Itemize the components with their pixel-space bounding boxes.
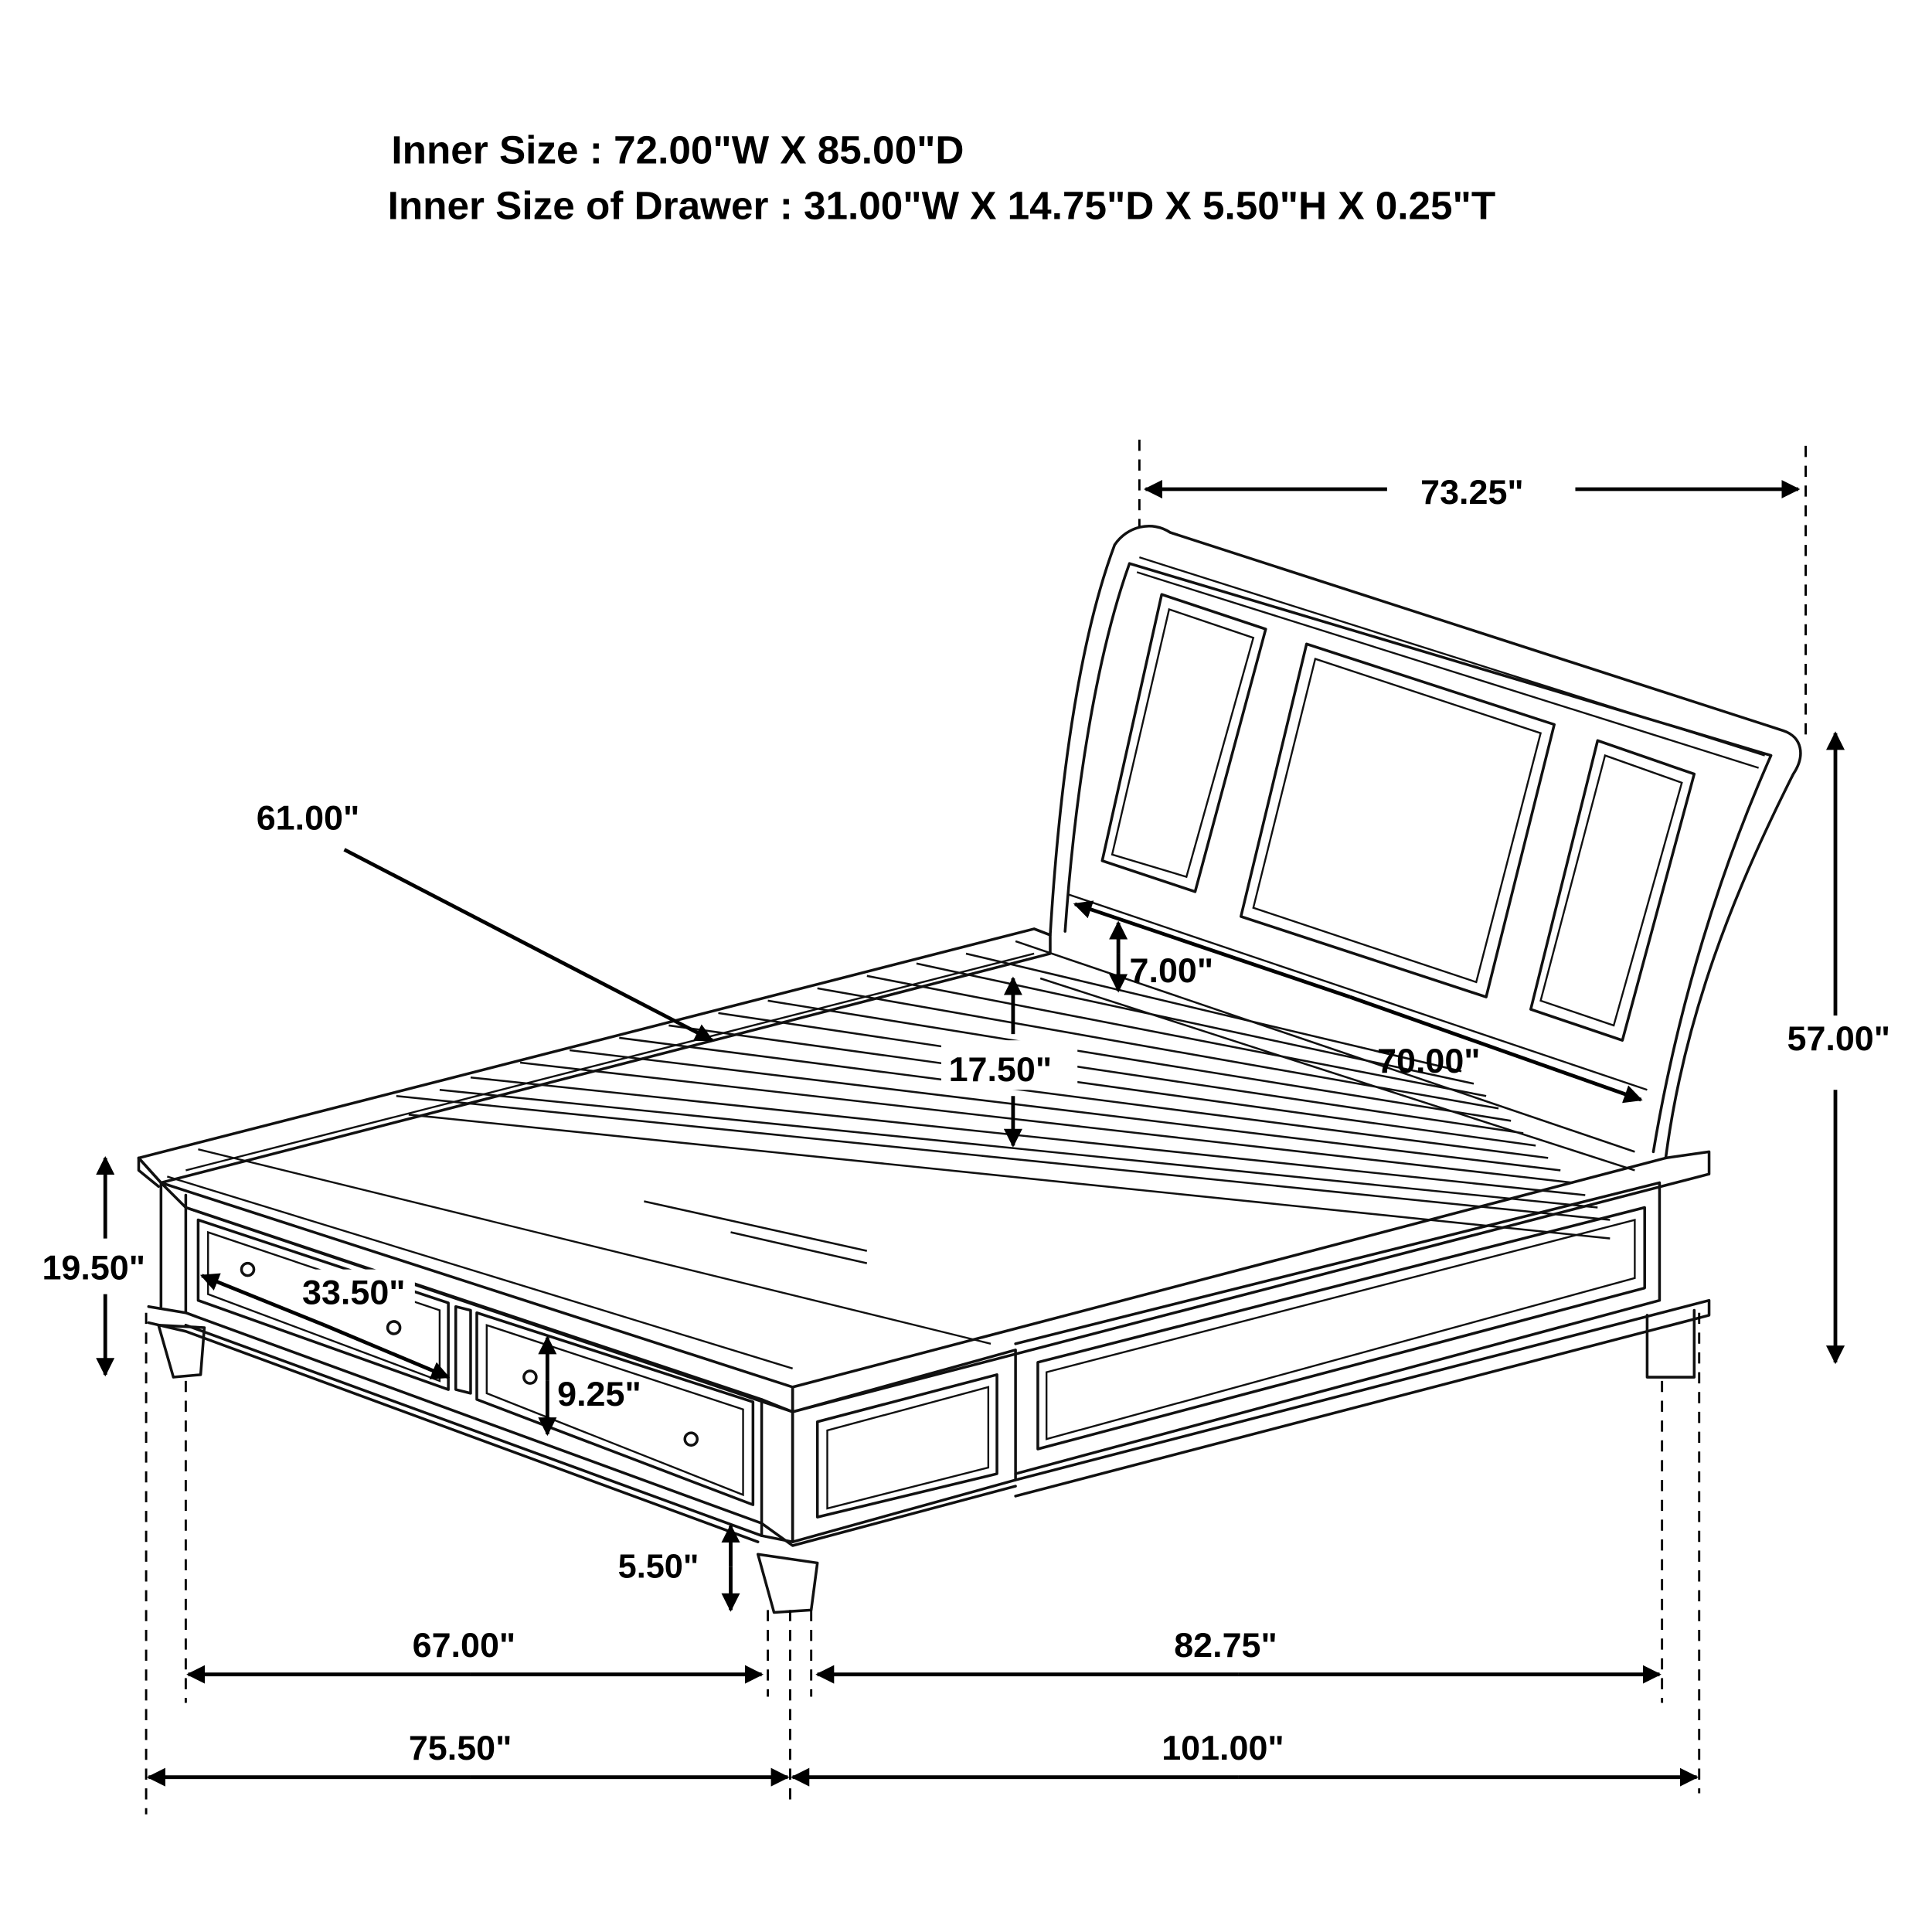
footboard <box>137 1148 1017 1614</box>
label-rail-length: 61.00" <box>257 798 360 838</box>
label-headboard-gap: 7.00" <box>1130 951 1214 990</box>
headboard <box>1049 525 1802 1160</box>
drawer-inner-size-text: Inner Size of Drawer : 31.00"W X 14.75"D… <box>388 184 1496 228</box>
drawer-knob <box>683 1431 699 1447</box>
label-overall-height: 57.00" <box>1787 1019 1891 1058</box>
foot-front-left <box>157 1323 206 1379</box>
near-side-rail <box>791 1150 1711 1498</box>
extension-lines <box>145 439 1807 1815</box>
drawer-right[interactable] <box>475 1311 755 1506</box>
far-side-rail <box>137 927 1052 1185</box>
header: Inner Size : 72.00"W X 85.00"D Inner Siz… <box>388 128 1496 228</box>
dimension-labels: 73.25" 57.00" 7.00" 70.00" 17.50" 61.00"… <box>42 472 1890 1767</box>
label-inner-width-front: 67.00" <box>413 1625 516 1665</box>
foot-front-right <box>757 1553 819 1614</box>
drawer-knob <box>522 1369 538 1385</box>
label-headboard-width: 73.25" <box>1420 472 1524 512</box>
label-panel-height: 17.50" <box>949 1049 1053 1089</box>
label-inner-width-head: 70.00" <box>1377 1041 1481 1080</box>
label-overall-length: 101.00" <box>1162 1728 1284 1767</box>
label-drawer-width: 33.50" <box>302 1273 406 1312</box>
bed-slats <box>396 940 1635 1264</box>
label-drawer-height: 9.25" <box>557 1374 641 1413</box>
label-footboard-height: 19.50" <box>42 1247 145 1287</box>
dimension-arrows <box>96 479 1845 1787</box>
inner-size-text: Inner Size : 72.00"W X 85.00"D <box>391 128 964 172</box>
label-inner-length-side: 82.75" <box>1174 1625 1277 1665</box>
drawer-knob <box>240 1261 256 1277</box>
label-leg-height: 5.50" <box>618 1549 699 1586</box>
label-overall-width: 75.50" <box>409 1728 512 1767</box>
drawer-knob <box>386 1320 402 1335</box>
